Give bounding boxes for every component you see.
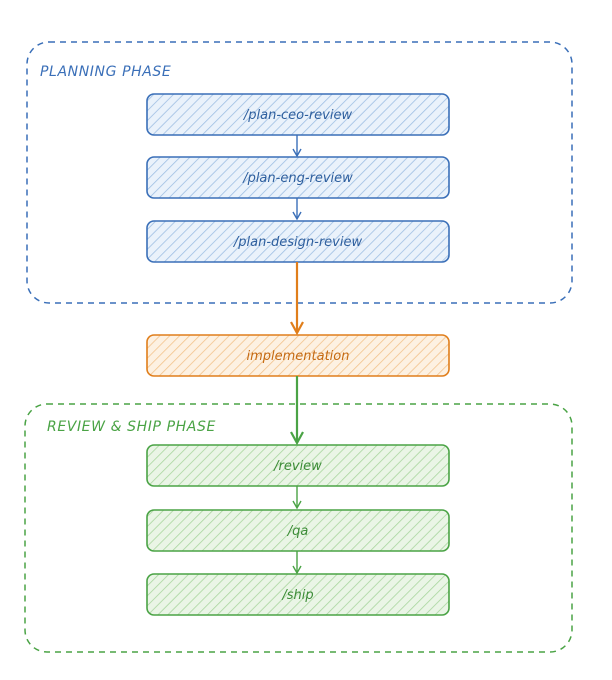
step-implementation[interactable]: implementation [146,334,450,377]
review-ship-phase-border [24,403,573,653]
step-qa[interactable]: /qa [146,509,450,552]
step-label-implementation: implementation [246,349,349,364]
step-label-qa: /qa [287,524,309,539]
arrow-eng-to-design [292,198,302,221]
review-ship-phase-group: REVIEW & SHIP PHASE /review /qa /ship [24,403,573,653]
arrow-design-to-implementation [290,262,304,336]
review-ship-phase-title: REVIEW & SHIP PHASE [47,419,216,435]
step-label-plan-eng-review: /plan-eng-review [242,171,353,186]
arrow-implementation-to-review [290,376,304,446]
planning-phase-title: PLANNING PHASE [40,64,171,80]
planning-phase-group: PLANNING PHASE /plan-ceo-review /plan-en… [26,41,573,304]
step-plan-ceo-review[interactable]: /plan-ceo-review [146,93,450,136]
step-label-plan-design-review: /plan-design-review [233,235,363,250]
step-label-ship: /ship [281,588,313,603]
step-review[interactable]: /review [146,444,450,487]
step-ship[interactable]: /ship [146,573,450,616]
step-plan-design-review[interactable]: /plan-design-review [146,220,450,263]
step-label-review: /review [273,459,322,474]
arrow-qa-to-ship [292,551,302,575]
arrow-review-to-qa [292,486,302,510]
step-label-plan-ceo-review: /plan-ceo-review [243,108,353,123]
planning-phase-border [26,41,573,304]
arrow-ceo-to-eng [292,135,302,158]
step-plan-eng-review[interactable]: /plan-eng-review [146,156,450,199]
